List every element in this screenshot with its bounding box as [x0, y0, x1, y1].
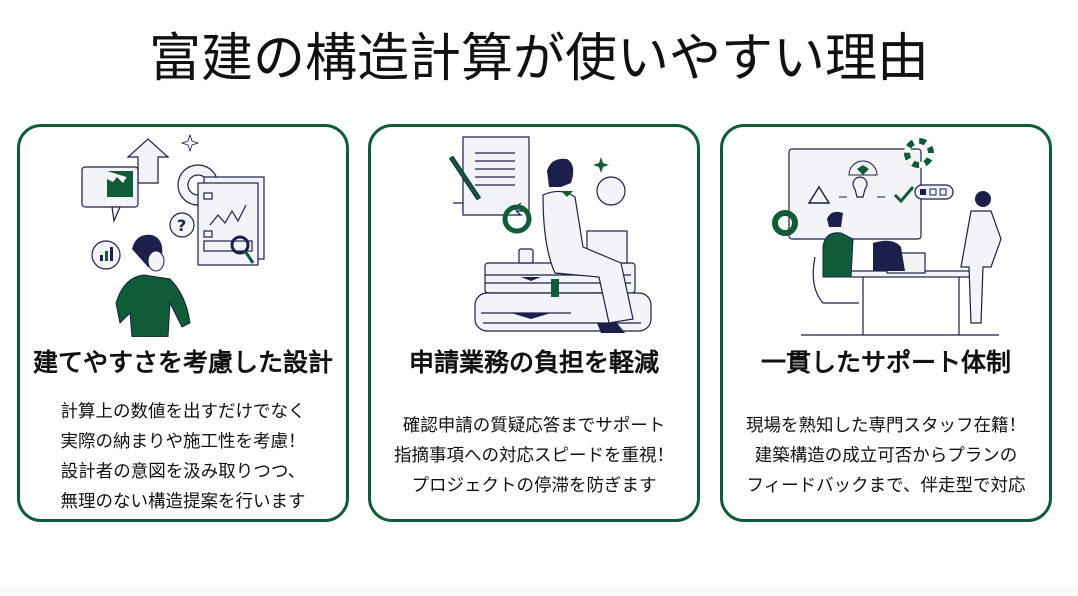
magnifier-icon [230, 235, 250, 255]
svg-text:?: ? [177, 216, 186, 235]
feature-card-application: 申請業務の負担を軽減 確認申請の質疑応答までサポート 指摘事項への対応スピードを… [368, 124, 700, 522]
card-heading: 一貫したサポート体制 [760, 348, 1011, 377]
woman-thinking-with-charts-illustration: ? [81, 133, 265, 337]
description-line: 建築構造の成立可否からプランの [754, 446, 1018, 466]
card-heading: 建てやすさを考慮した設計 [32, 348, 333, 377]
team-meeting-support-illustration [772, 138, 1002, 336]
woman-working-on-books-illustration [448, 136, 652, 333]
description-line: 設計者の意図を汲み取りつつ、 [60, 462, 306, 482]
description-line: フィードバックまで、伴走型で対応 [746, 476, 1026, 496]
feature-card-support: 一貫したサポート体制 現場を熟知した専門スタッフ在籍！ 建築構造の成立可否からプ… [720, 124, 1052, 522]
description-line: 無理のない構造提案を行います [60, 492, 306, 512]
warning-icon [807, 185, 831, 204]
description-line: 実際の納まりや施工性を考慮！ [60, 432, 306, 452]
feature-card-design: ? 建てやすさを考慮した設計 計算上の数値を出すだけでなく 実際の納まりや施工性… [17, 124, 349, 522]
scroll-document-icon [462, 136, 530, 212]
bookmark-icon [551, 279, 559, 297]
description-line: プロジェクトの停滞を防ぎます [411, 476, 657, 496]
card-heading: 申請業務の負担を軽減 [408, 348, 659, 377]
woman-hair [975, 191, 991, 207]
gear-icon [772, 210, 798, 236]
card-description: 計算上の数値を出すだけでなく 実際の納まりや施工性を考慮！ 設計者の意図を汲み取… [20, 397, 346, 517]
man-green-shirt [822, 232, 854, 278]
page-bottom-edge [0, 586, 1078, 596]
pen-bubble-icon [596, 176, 626, 206]
coffee-cup-icon [518, 248, 534, 264]
lightbulb-icon [852, 176, 868, 198]
description-line: 計算上の数値を出すだけでなく [60, 402, 306, 422]
checkmark-icon [893, 186, 915, 204]
description-line: 現場を熟知した専門スタッフ在籍！ [746, 416, 1026, 436]
card-description: 現場を熟知した専門スタッフ在籍！ 建築構造の成立可否からプランの フィードバック… [723, 411, 1049, 501]
whiteboard [788, 148, 922, 240]
gear-icon [502, 204, 532, 234]
sparkle-icon [593, 157, 609, 173]
question-icon [169, 212, 195, 238]
page-title: 富建の構造計算が使いやすい理由 [148, 29, 929, 89]
woman-hair [547, 158, 574, 187]
description-line: 指摘事項への対応スピードを重視！ [394, 446, 674, 466]
card-description: 確認申請の質疑応答までサポート 指摘事項への対応スピードを重視！ プロジェクトの… [371, 411, 697, 501]
description-line: 確認申請の質疑応答までサポート [402, 416, 666, 436]
pencil-icon [449, 156, 481, 200]
